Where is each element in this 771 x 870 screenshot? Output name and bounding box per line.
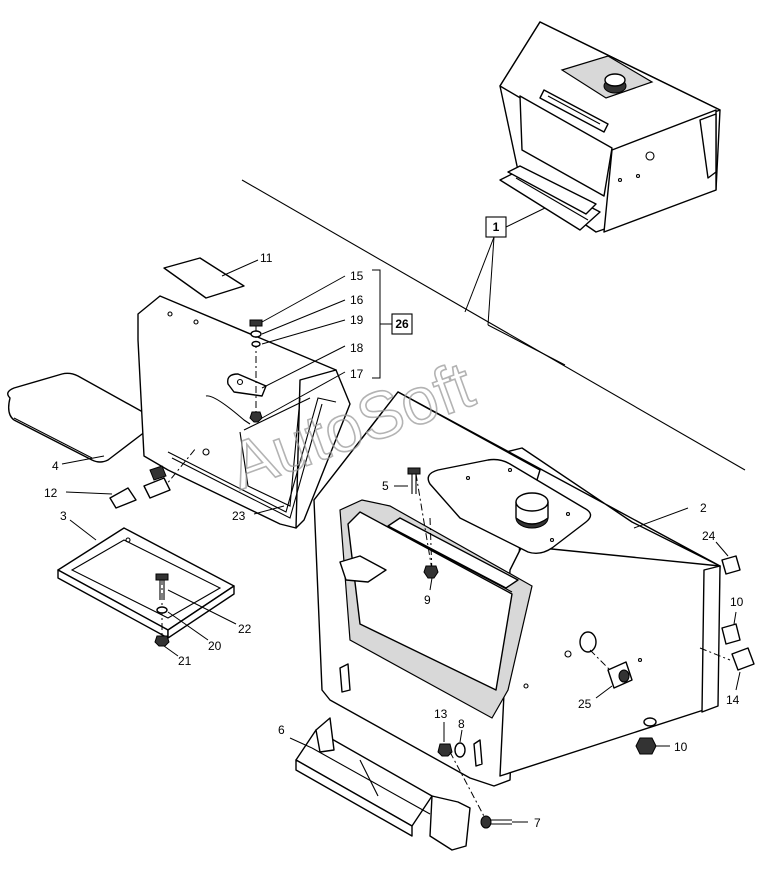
callout-8: 8 — [458, 717, 465, 731]
callout-23: 23 — [232, 509, 246, 523]
callout-25: 25 — [578, 697, 592, 711]
gasket-pad-11 — [163, 257, 259, 299]
callout-26: 26 — [395, 317, 409, 331]
callout-11: 11 — [260, 251, 273, 265]
callout-10-fitting: 10 — [730, 595, 744, 609]
callout-labels: 2 3 4 5 6 7 8 9 10 10 11 12 13 14 15 16 … — [44, 251, 744, 830]
callout-22: 22 — [238, 622, 252, 636]
fitting-25 — [589, 649, 633, 699]
callout-1-group: 1 — [464, 207, 546, 326]
callout-7: 7 — [534, 816, 541, 830]
callout-12: 12 — [44, 486, 58, 500]
step-bracket-6 — [289, 717, 471, 851]
tank-housing-2 — [313, 391, 721, 787]
assembled-tank-inset — [499, 21, 721, 233]
bolt-7 — [480, 815, 528, 829]
callout-24: 24 — [702, 529, 716, 543]
section-lines — [241, 179, 746, 471]
callout-14: 14 — [726, 693, 740, 707]
callout-20: 20 — [208, 639, 222, 653]
callout-6: 6 — [278, 723, 285, 737]
lid-panel-4 — [7, 372, 155, 465]
kit-leaders — [261, 269, 392, 419]
callout-1: 1 — [493, 220, 500, 234]
callout-5: 5 — [382, 479, 389, 493]
drain-plug-10 — [635, 737, 670, 755]
callout-16: 16 — [350, 293, 364, 307]
tray-3 — [57, 519, 237, 657]
callout-3: 3 — [60, 509, 67, 523]
callout-21: 21 — [178, 654, 192, 668]
callout-19: 19 — [350, 313, 364, 327]
left-housing — [137, 295, 351, 529]
callout-15: 15 — [350, 269, 364, 283]
callout-26-box — [391, 313, 413, 335]
callout-10-drain: 10 — [674, 740, 688, 754]
fitting-24-10-14 — [699, 541, 755, 691]
fastener-13-8 — [437, 722, 487, 821]
callout-13: 13 — [434, 707, 448, 721]
callout-4: 4 — [52, 459, 59, 473]
callout-17: 17 — [350, 367, 364, 381]
fastener-5-9 — [394, 467, 439, 591]
callout-18: 18 — [350, 341, 364, 355]
callout-9: 9 — [424, 593, 431, 607]
latch-12 — [65, 447, 197, 509]
callout-2: 2 — [700, 501, 707, 515]
callout-26-group: 26 — [391, 313, 413, 335]
